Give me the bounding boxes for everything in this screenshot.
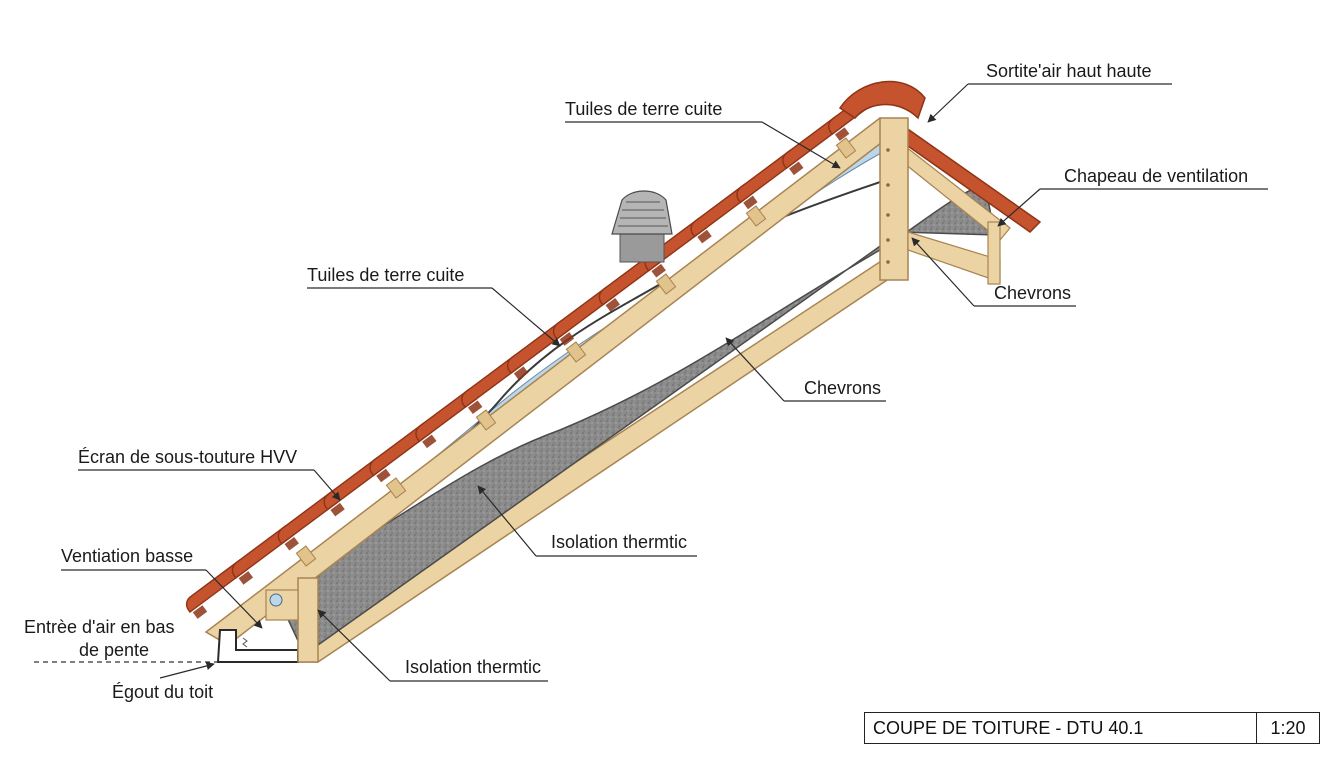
- clay-tile-lip: [467, 400, 483, 415]
- clay-tile: [461, 354, 524, 409]
- label-chevrons-right: Chevrons: [911, 237, 1076, 307]
- clay-tile: [185, 558, 249, 613]
- clay-tile-lip: [238, 571, 254, 585]
- label-text-entree-air-2: de pente: [79, 640, 149, 660]
- clay-tile: [277, 490, 340, 545]
- ventilation-cap: [611, 190, 673, 263]
- label-text-chevrons-mid: Chevrons: [804, 378, 881, 398]
- clay-tile-lip: [284, 536, 299, 551]
- title-block: COUPE DE TOITURE - DTU 40.1 1:20: [864, 712, 1320, 744]
- clay-tile: [690, 183, 753, 238]
- label-text-chevrons-right: Chevrons: [994, 283, 1071, 303]
- label-chevrons-mid: Chevrons: [725, 337, 886, 402]
- clay-tile-lip: [789, 161, 804, 176]
- clay-tile-lip: [743, 195, 758, 210]
- clay-tile-lip: [651, 263, 666, 278]
- label-text-chapeau: Chapeau de ventilation: [1064, 166, 1248, 186]
- label-ecran: Écran de sous-touture HVV: [78, 447, 341, 501]
- clay-tiles: [185, 81, 891, 619]
- wall-post: [297, 577, 319, 663]
- clay-tile-lip: [513, 366, 529, 380]
- label-text-isolation-mid: Isolation thermtic: [551, 532, 687, 552]
- gutter: [216, 629, 299, 663]
- vent-grille: [269, 593, 283, 607]
- label-text-sortie-air: Sortite'air haut haute: [986, 61, 1152, 81]
- ridge-tile: [838, 80, 926, 120]
- clay-tile: [598, 251, 661, 306]
- label-egout: Égout du toit: [112, 661, 215, 702]
- title-block-scale: 1:20: [1270, 718, 1306, 738]
- clay-tile-lip: [834, 127, 850, 141]
- label-text-ecran: Écran de sous-touture HVV: [78, 447, 297, 467]
- label-text-tuiles-mid: Tuiles de terre cuite: [307, 265, 464, 285]
- label-chapeau: Chapeau de ventilation: [997, 166, 1268, 227]
- clay-tile: [552, 285, 616, 340]
- clay-tile: [415, 388, 478, 443]
- clay-tile: [736, 149, 799, 204]
- eave-block: [265, 589, 299, 621]
- clay-tile-lip: [192, 605, 208, 619]
- clay-tile-lip: [559, 332, 575, 346]
- clay-tile-lip: [605, 298, 621, 312]
- battens: [295, 137, 857, 567]
- label-text-egout: Égout du toit: [112, 682, 213, 702]
- label-entree-air: Entrèe d'air en bas de pente: [24, 617, 175, 660]
- clay-tile-lip: [422, 434, 437, 449]
- clay-tile-lip: [376, 468, 391, 483]
- clay-tile-lip: [697, 229, 712, 244]
- label-sortie-air: Sortite'air haut haute: [927, 61, 1172, 123]
- label-tuiles-top: Tuiles de terre cuite: [565, 99, 841, 169]
- title-block-title: COUPE DE TOITURE - DTU 40.1: [865, 713, 1257, 743]
- main-rafter: [204, 116, 891, 646]
- label-isolation-low: Isolation thermtic: [317, 609, 548, 682]
- label-text-ventilation-basse: Ventiation basse: [61, 546, 193, 566]
- clay-tile: [782, 115, 845, 170]
- clay-tile-lip: [330, 502, 345, 517]
- label-isolation-mid: Isolation thermtic: [477, 485, 697, 557]
- label-tuiles-mid: Tuiles de terre cuite: [307, 265, 561, 347]
- right-fascia: [987, 221, 1001, 285]
- label-ventilation-basse: Ventiation basse: [61, 546, 263, 629]
- right-brace: [907, 231, 1001, 283]
- label-text-tuiles-top: Tuiles de terre cuite: [565, 99, 722, 119]
- label-text-entree-air-1: Entrèe d'air en bas: [24, 617, 175, 637]
- clay-tile: [369, 422, 432, 477]
- king-post: [879, 117, 909, 281]
- clay-tile: [231, 524, 294, 579]
- label-text-isolation-low: Isolation thermtic: [405, 657, 541, 677]
